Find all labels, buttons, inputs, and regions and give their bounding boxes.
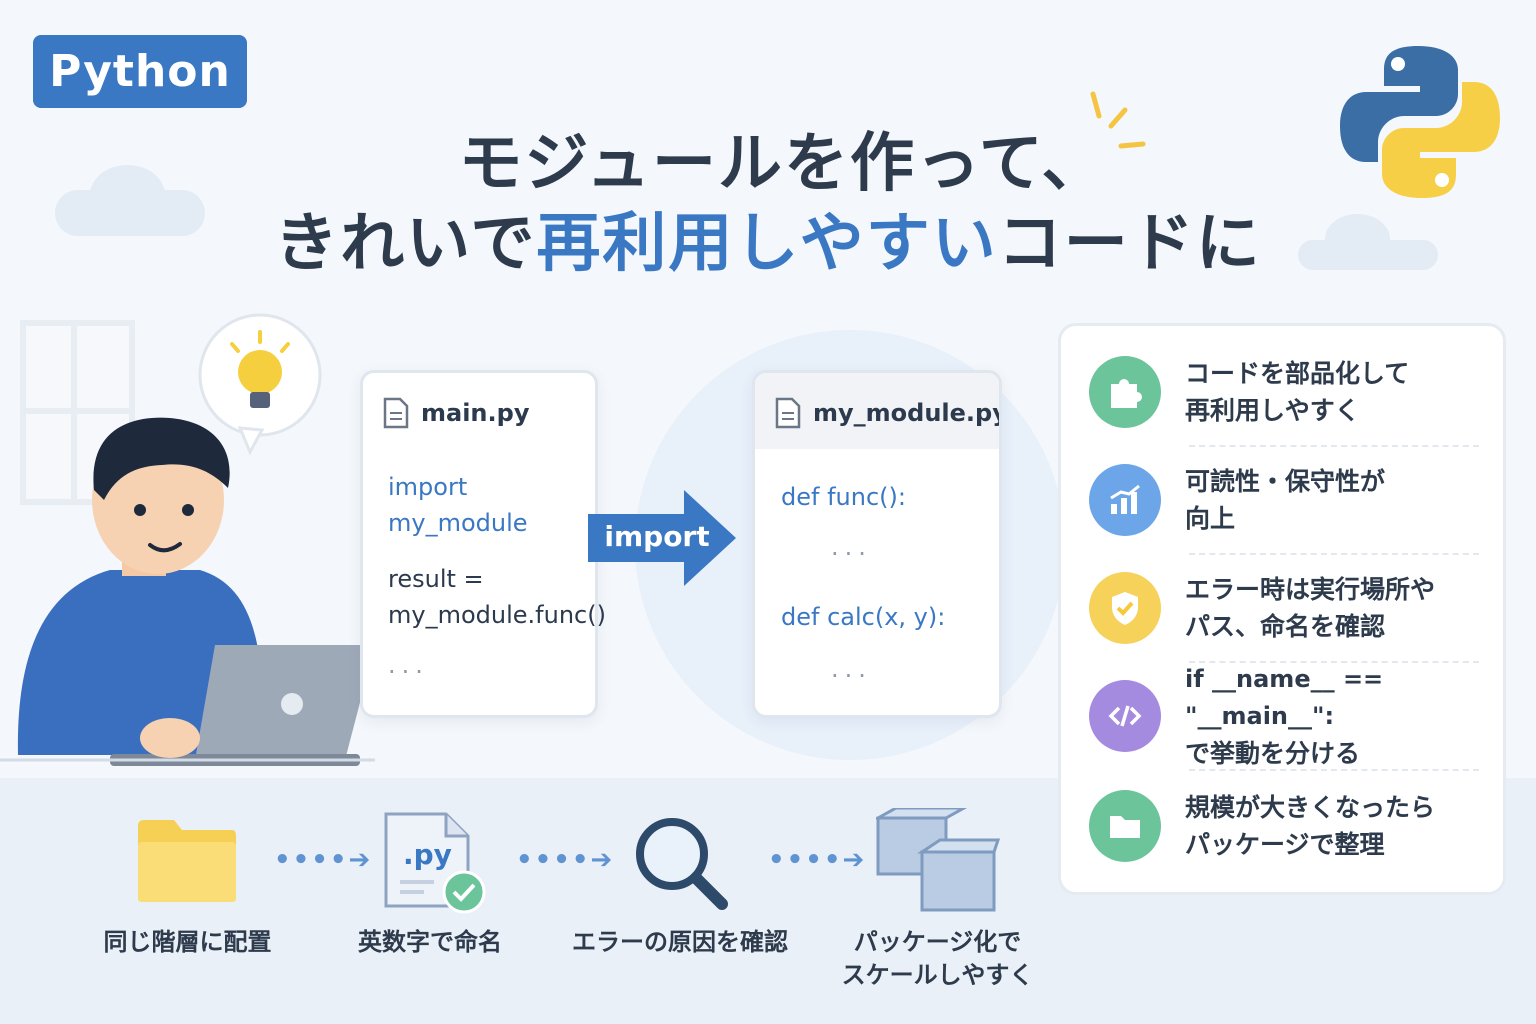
main-py-filename: main.py bbox=[383, 397, 529, 429]
code-module-name: my_module bbox=[388, 509, 528, 537]
step-arrow-icon: ••••➔ bbox=[768, 845, 867, 875]
module-py-card: my_module.py def func(): ... def calc(x,… bbox=[752, 370, 1002, 718]
feature-item-reuse: コードを部品化して 再利用しやすく bbox=[1089, 344, 1479, 440]
python-badge: Python bbox=[33, 35, 247, 108]
module-py-filename: my_module.py bbox=[775, 397, 1002, 429]
feature-text-line1: 規模が大きくなったら bbox=[1185, 793, 1436, 822]
step-label-package: パッケージ化で スケールしやすく bbox=[830, 926, 1045, 992]
cloud-left-top bbox=[90, 165, 165, 225]
step-label-line1: パッケージ化で bbox=[853, 928, 1022, 956]
feature-text-line2: パス、命名を確認 bbox=[1185, 612, 1386, 641]
module-dots-1: ... bbox=[831, 533, 872, 561]
divider bbox=[1189, 445, 1479, 447]
feature-text-line1: コードを部品化して bbox=[1185, 359, 1410, 388]
feature-text-line2: 向上 bbox=[1185, 504, 1236, 533]
feature-text-line2: 再利用しやすく bbox=[1185, 396, 1360, 425]
step-arrow-icon: ••••➔ bbox=[274, 845, 373, 875]
folder-icon bbox=[1089, 790, 1161, 862]
import-arrow-label: import bbox=[604, 520, 710, 553]
boxes-icon bbox=[876, 808, 1000, 912]
file-icon bbox=[383, 397, 409, 429]
title-highlight: 再利用しやすい bbox=[536, 207, 998, 281]
def-keyword: def bbox=[781, 603, 820, 631]
feature-panel: コードを部品化して 再利用しやすく 可読性・保守性が 向上 エラー時は実行場所や… bbox=[1058, 323, 1506, 895]
title-line-2-pre: きれいで bbox=[274, 207, 537, 281]
py-file-label: .py bbox=[403, 838, 452, 871]
divider bbox=[1189, 661, 1479, 663]
step-arrow-icon: ••••➔ bbox=[516, 845, 615, 875]
sparkle-icon bbox=[1090, 91, 1146, 149]
title-line-2: きれいで再利用しやすいコードに bbox=[0, 192, 1536, 284]
code-dots: ... bbox=[388, 651, 429, 679]
title-line-1: モジュールを作って、 bbox=[458, 127, 1108, 201]
cloud-right-top bbox=[1325, 214, 1390, 264]
main-py-name: main.py bbox=[421, 399, 530, 427]
module-code-def1: def func(): bbox=[781, 479, 906, 515]
module-py-name: my_module.py bbox=[813, 399, 1002, 427]
feature-item-readability: 可読性・保守性が 向上 bbox=[1089, 452, 1479, 548]
divider bbox=[1189, 769, 1479, 771]
feature-text-line1: if __name__ == "__main__": bbox=[1185, 664, 1384, 730]
main-py-code: import my_module result = my_module.func… bbox=[388, 469, 606, 683]
feature-text-line1: 可読性・保守性が bbox=[1185, 467, 1386, 496]
main-py-card: main.py import my_module result = my_mod… bbox=[360, 370, 606, 718]
step-label-line2: スケールしやすく bbox=[841, 961, 1034, 989]
step-label-line1: 同じ階層に配置 bbox=[103, 928, 272, 956]
file-icon bbox=[775, 397, 801, 429]
step-label-same-dir: 同じ階層に配置 bbox=[80, 926, 295, 959]
module-code-def2: def calc(x, y): bbox=[781, 599, 945, 635]
code-call-line: my_module.func() bbox=[388, 601, 606, 629]
person-illustration bbox=[0, 313, 375, 766]
folder-icon bbox=[138, 820, 236, 902]
module-dots-2: ... bbox=[831, 655, 872, 683]
step-label-line1: 英数字で命名 bbox=[358, 928, 502, 956]
magnifier-icon bbox=[636, 818, 728, 910]
step-label-error-check: エラーの原因を確認 bbox=[560, 926, 800, 959]
code-import-keyword: import bbox=[388, 473, 468, 501]
title-line-2-post: コードに bbox=[997, 207, 1262, 281]
chart-icon bbox=[1089, 464, 1161, 536]
shield-check-icon bbox=[1089, 572, 1161, 644]
divider bbox=[1189, 553, 1479, 555]
py-file-check-icon bbox=[384, 812, 486, 914]
func-name: func(): bbox=[827, 483, 906, 511]
puzzle-icon bbox=[1089, 356, 1161, 428]
step-label-line1: エラーの原因を確認 bbox=[572, 928, 788, 956]
feature-text-line1: エラー時は実行場所や bbox=[1185, 575, 1436, 604]
feature-text-line2: パッケージで整理 bbox=[1185, 830, 1385, 859]
code-icon bbox=[1089, 680, 1161, 752]
feature-item-main-guard: if __name__ == "__main__": で挙動を分ける bbox=[1089, 665, 1479, 768]
step-label-naming: 英数字で命名 bbox=[330, 926, 530, 959]
feature-text-line2: で挙動を分ける bbox=[1185, 738, 1361, 768]
python-logo-icon bbox=[1340, 46, 1500, 198]
feature-item-packages: 規模が大きくなったら パッケージで整理 bbox=[1089, 778, 1479, 874]
calc-name: calc(x, y): bbox=[827, 603, 946, 631]
feature-item-errors: エラー時は実行場所や パス、命名を確認 bbox=[1089, 560, 1479, 656]
def-keyword: def bbox=[781, 483, 820, 511]
code-result-line: result = bbox=[388, 565, 484, 593]
import-arrow-icon bbox=[588, 490, 736, 586]
